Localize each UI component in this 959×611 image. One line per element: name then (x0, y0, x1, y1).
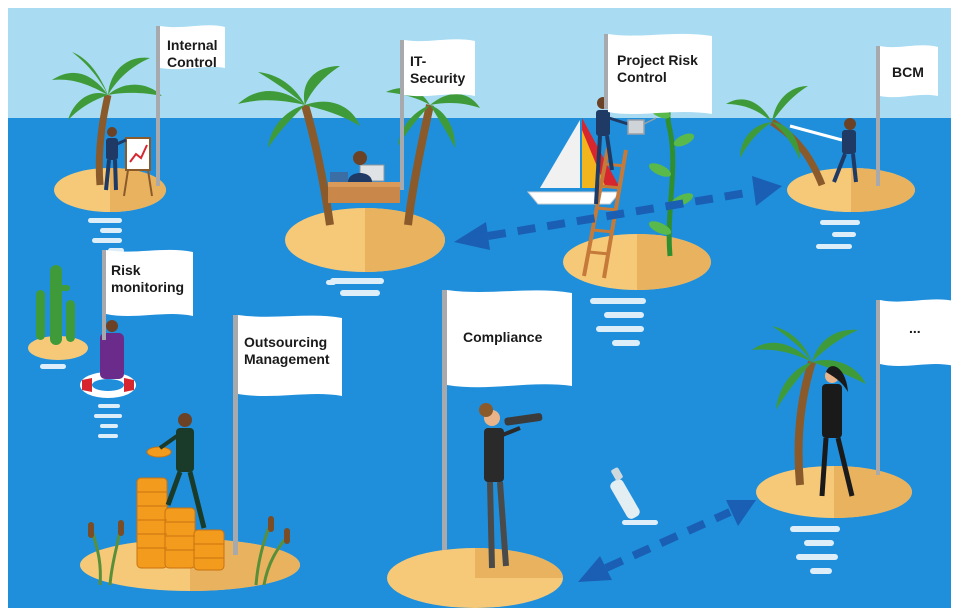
island-outsourcing-management (80, 315, 342, 591)
flag-internal-control (160, 25, 225, 70)
flag-label-project-risk-control: Project Risk Control (617, 52, 698, 85)
message-bottle-icon (610, 467, 658, 525)
flag-label-bcm: BCM (892, 64, 924, 80)
palm-tree-icon (238, 66, 360, 148)
flag-risk-monitoring (106, 249, 193, 316)
flag-outsourcing-management (238, 315, 342, 396)
dashed-arrow-icon (454, 176, 782, 250)
flag-compliance (447, 290, 572, 388)
palm-tree-icon (752, 326, 866, 410)
businessman-icon (104, 127, 127, 191)
flag-it-security (404, 39, 475, 97)
flag-label-risk-monitoring: Risk monitoring (111, 262, 185, 295)
businessman-icon (832, 118, 858, 183)
flag-label-it-security: IT- Security (410, 53, 466, 86)
palm-tree-icon (52, 52, 162, 120)
island-it-security (238, 39, 480, 296)
flag-label-compliance: Compliance (463, 329, 543, 345)
businesswoman-icon (819, 366, 855, 497)
island-compliance (387, 290, 572, 608)
businessman-icon (100, 320, 124, 379)
flag-project-risk-control (608, 33, 712, 115)
flag-label-outsourcing-management: Outsourcing Management (244, 334, 330, 367)
businessman-icon (158, 413, 207, 529)
watering-can-icon (627, 117, 657, 135)
cactus-icon (36, 265, 75, 345)
dashed-arrow-icon (578, 500, 756, 582)
island-bcm (726, 45, 938, 249)
flag-label-more: ... (909, 320, 921, 336)
palm-tree-icon (726, 86, 808, 160)
businesswoman-telescope-icon (479, 403, 543, 569)
palm-tree-icon (386, 88, 480, 148)
businessman-icon (348, 151, 372, 182)
sky (8, 8, 951, 118)
coin-stacks-icon (136, 446, 225, 571)
island-project-risk-control (526, 33, 712, 346)
life-ring-icon (80, 372, 136, 398)
island-risk-monitoring (28, 249, 193, 438)
island-more (752, 299, 954, 574)
flag-label-internal-control: Internal Control (167, 37, 218, 70)
flag-bcm (880, 45, 938, 98)
flag-more (880, 299, 954, 366)
